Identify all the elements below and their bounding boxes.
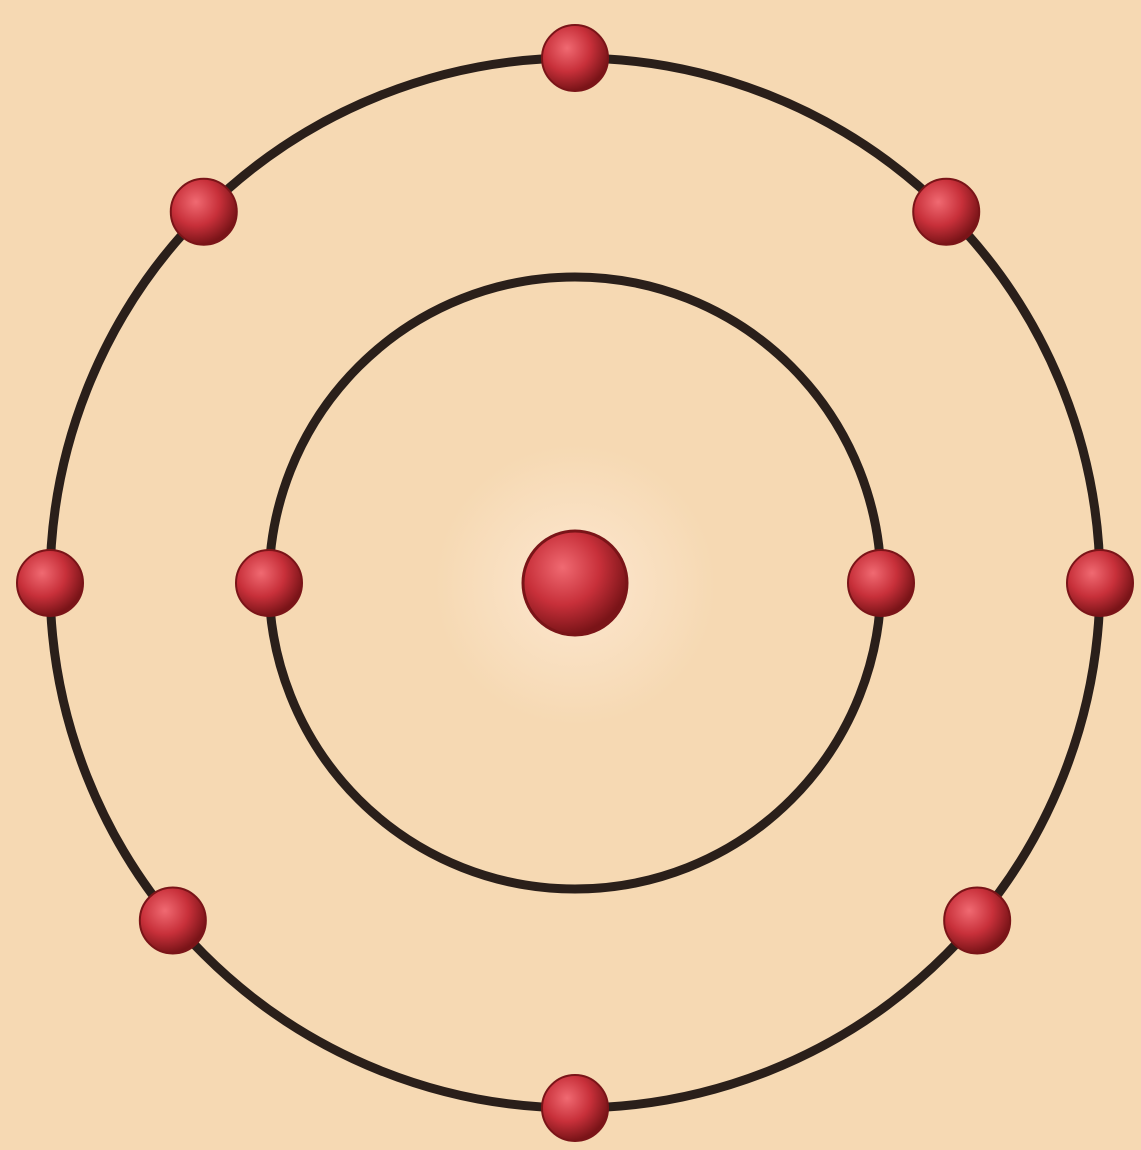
outer-shell-electron bbox=[140, 887, 206, 953]
outer-shell-electron bbox=[913, 179, 979, 245]
outer-shell-electron bbox=[542, 1075, 608, 1141]
outer-shell-electron bbox=[944, 887, 1010, 953]
outer-shell-electron bbox=[542, 25, 608, 91]
outer-shell-electron bbox=[1067, 550, 1133, 616]
nucleus bbox=[523, 531, 627, 635]
outer-shell-electron bbox=[17, 550, 83, 616]
outer-shell-electron bbox=[171, 179, 237, 245]
inner-shell-electron bbox=[848, 550, 914, 616]
inner-shell-electron bbox=[236, 550, 302, 616]
